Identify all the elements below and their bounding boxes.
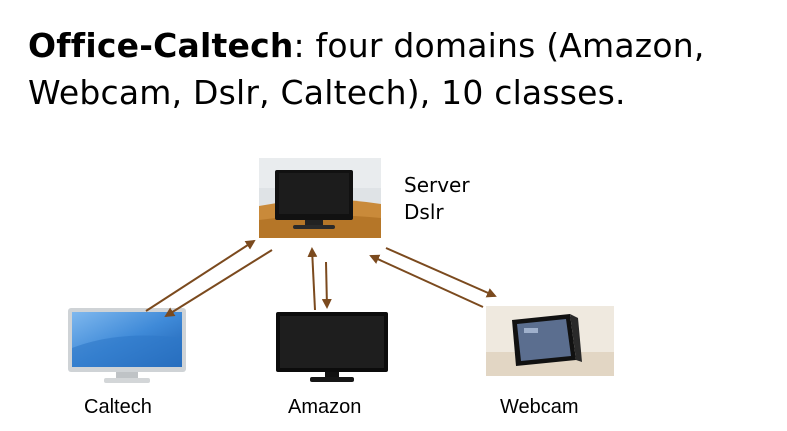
arrow-server-to-webcam: [385, 247, 497, 298]
slide-title: Office-Caltech: four domains (Amazon, We…: [28, 22, 778, 116]
amazon-label: Amazon: [288, 396, 362, 418]
title-text-line1: : four domains (Amazon,: [293, 26, 705, 65]
arrow-caltech-to-server: [145, 239, 256, 312]
server-label: Server Dslr: [404, 172, 470, 226]
caltech-label: Caltech: [84, 396, 152, 418]
webcam-monitor-image: [486, 306, 614, 376]
arrow-webcam-to-server: [369, 254, 484, 308]
dataset-name: Office-Caltech: [28, 26, 294, 65]
arrow-server-to-caltech: [164, 249, 273, 318]
caltech-monitor-image: [68, 308, 186, 383]
server-role: Server: [404, 173, 470, 197]
server-domain-name: Dslr: [404, 200, 444, 224]
arrow-server-to-amazon: [321, 261, 332, 309]
arrow-amazon-to-server: [307, 247, 318, 311]
webcam-label: Webcam: [500, 396, 579, 418]
title-text-line2: Webcam, Dslr, Caltech), 10 classes.: [28, 73, 626, 112]
amazon-monitor-image: [276, 312, 388, 382]
server-dslr-monitor-image: [259, 158, 381, 238]
